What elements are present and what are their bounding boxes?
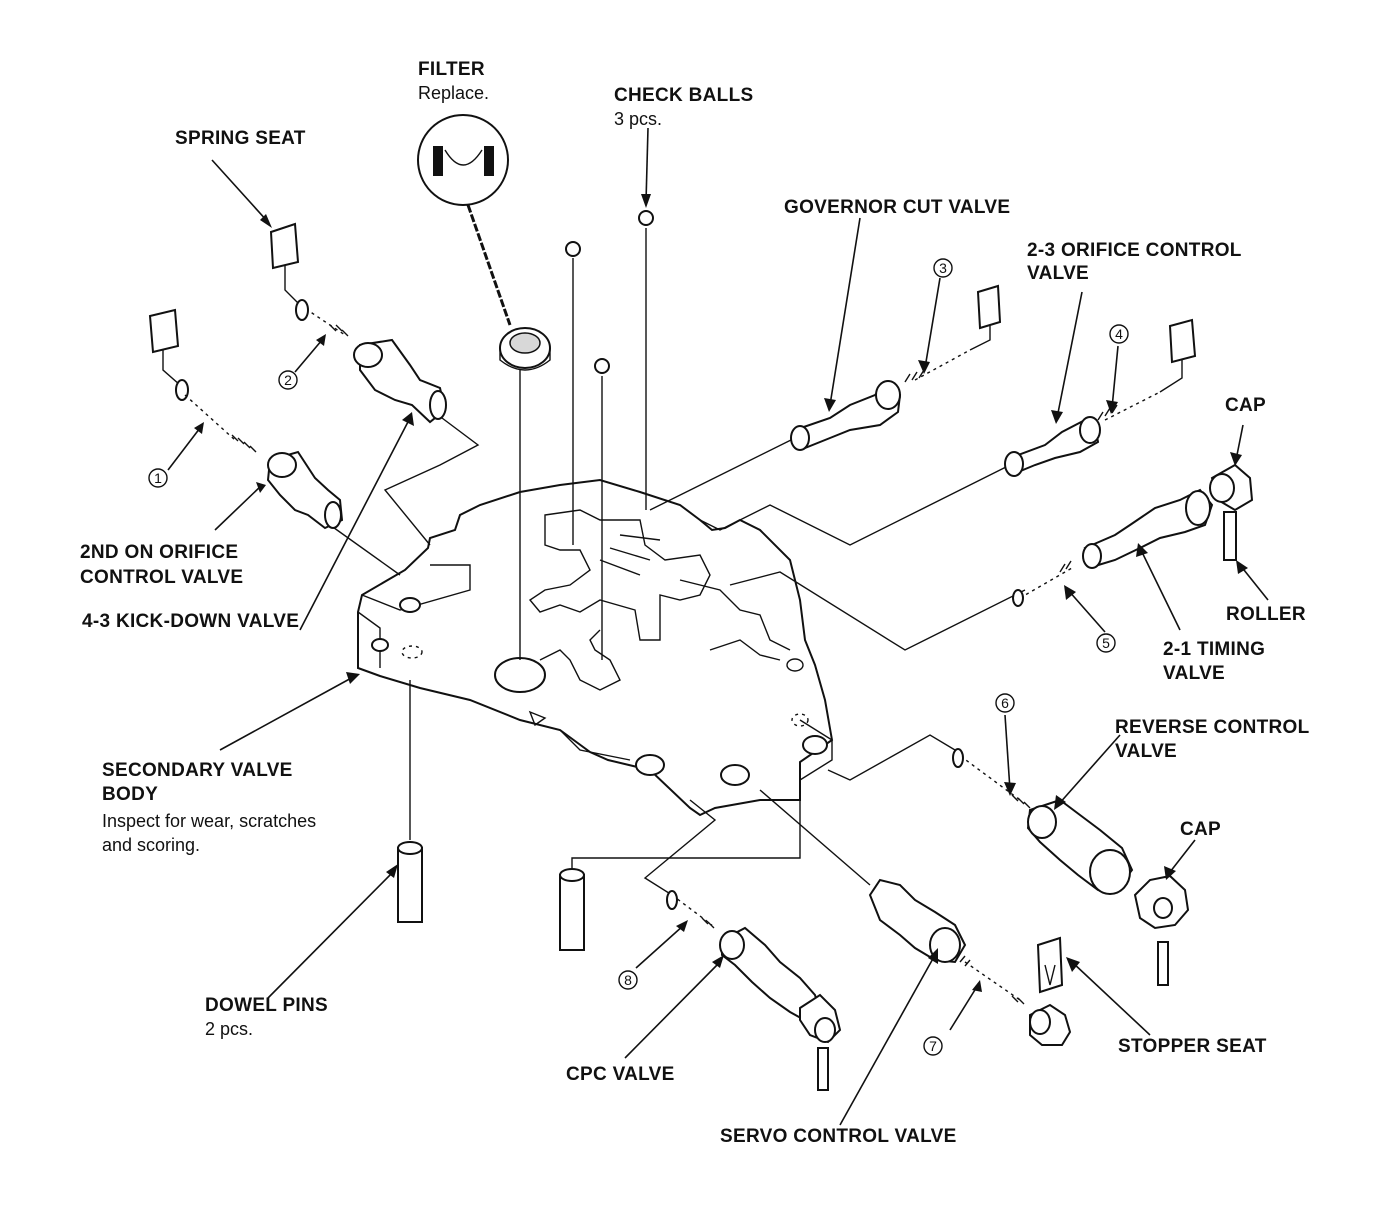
part-labels: FILTER Replace. CHECK BALLS 3 pcs. SPRIN… — [80, 59, 1310, 1147]
secondary-valve-body — [357, 478, 834, 817]
secondary-body-label-line2: BODY — [102, 784, 158, 805]
orifice-2nd-label-line2: CONTROL VALVE — [80, 567, 243, 588]
svg-text:3: 3 — [939, 260, 947, 276]
orifice-23-label-line1: 2-3 ORIFICE CONTROL — [1027, 240, 1242, 261]
callout-7: 7 — [923, 1036, 943, 1056]
callout-5: 5 — [1096, 633, 1116, 653]
orifice-2nd-valve-assembly — [148, 308, 344, 531]
svg-text:5: 5 — [1102, 635, 1110, 651]
callout-8: 8 — [618, 970, 638, 990]
stopper-seat-label: STOPPER SEAT — [1118, 1036, 1267, 1057]
reverse-control-valve-assembly — [952, 714, 1196, 986]
assembly-leaders — [329, 228, 1026, 896]
callout-1: 1 — [148, 468, 168, 488]
secondary-body-leader — [219, 672, 360, 751]
callout-3: 3 — [933, 258, 953, 278]
governor-cut-valve-label: GOVERNOR CUT VALVE — [784, 197, 1010, 218]
timing-21-label-line1: 2-1 TIMING — [1163, 639, 1265, 660]
callout-2: 2 — [278, 370, 298, 390]
filter-note: Replace. — [418, 83, 489, 103]
secondary-body-note-line1: Inspect for wear, scratches — [102, 811, 316, 831]
svg-text:2: 2 — [284, 372, 292, 388]
svg-text:4: 4 — [1115, 326, 1123, 342]
servo-control-valve-label: SERVO CONTROL VALVE — [720, 1126, 957, 1147]
callout-4: 4 — [1109, 324, 1129, 344]
check-balls-part — [565, 127, 654, 374]
dowel-pins-count: 2 pcs. — [205, 1019, 253, 1039]
servo-control-valve-assembly — [839, 878, 1151, 1126]
svg-text:6: 6 — [1001, 695, 1009, 711]
callout-6: 6 — [995, 693, 1015, 713]
secondary-body-label-line1: SECONDARY VALVE — [102, 760, 293, 781]
secondary-body-note-line2: and scoring. — [102, 835, 200, 855]
spring-seat-label: SPRING SEAT — [175, 128, 306, 149]
svg-text:1: 1 — [154, 470, 162, 486]
orifice-23-label-line2: VALVE — [1027, 263, 1089, 284]
kickdown-43-label: 4-3 KICK-DOWN VALVE — [82, 611, 299, 632]
orifice-23-valve-assembly — [1004, 291, 1197, 477]
cpc-valve-assembly — [624, 890, 842, 1091]
callout-arrows-left — [167, 334, 414, 631]
callout-numbers: 1 2 3 4 5 6 7 8 — [148, 258, 1129, 1056]
filter-part — [417, 114, 551, 371]
cpc-valve-label: CPC VALVE — [566, 1064, 675, 1085]
timing-21-valve-assembly — [1012, 424, 1269, 633]
svg-text:8: 8 — [624, 972, 632, 988]
dowel-pins-label: DOWEL PINS — [205, 995, 328, 1016]
cap-bottom-label: CAP — [1180, 819, 1221, 840]
filter-label: FILTER — [418, 59, 485, 80]
kickdown-valve-assembly — [211, 159, 447, 424]
cap-top-label: CAP — [1225, 395, 1266, 416]
reverse-control-label-line2: VALVE — [1115, 741, 1177, 762]
governor-cut-valve-assembly — [790, 217, 1002, 451]
check-balls-label: CHECK BALLS — [614, 85, 753, 106]
timing-21-label-line2: VALVE — [1163, 663, 1225, 684]
roller-label: ROLLER — [1226, 604, 1306, 625]
svg-text:7: 7 — [929, 1038, 937, 1054]
reverse-control-label-line1: REVERSE CONTROL — [1115, 717, 1310, 738]
check-balls-count: 3 pcs. — [614, 109, 662, 129]
orifice-2nd-label-line1: 2ND ON ORIFICE — [80, 542, 238, 563]
dowel-pins-part — [267, 841, 585, 999]
